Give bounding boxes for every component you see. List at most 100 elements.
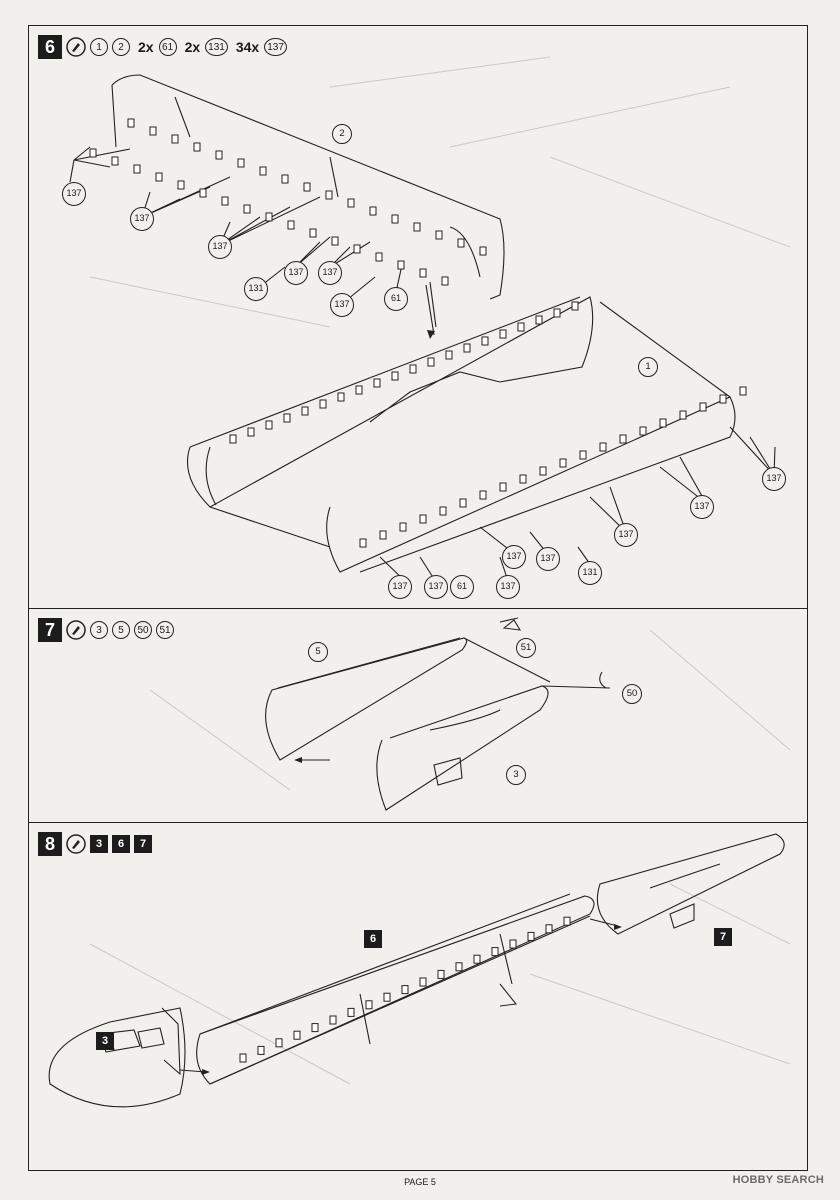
window-opening [383,992,391,1002]
window-opening [309,228,317,238]
callout-part-1: 1 [638,357,658,377]
part-2-windows [89,118,487,286]
callout-part-137: 137 [284,261,308,285]
window-opening [519,474,527,484]
window-opening [353,244,361,254]
callout-part-61: 61 [450,575,474,599]
window-opening [399,522,407,532]
callout-part-137: 137 [614,523,638,547]
window-opening [455,962,463,972]
window-opening [89,148,97,158]
callout-subassembly-3: 3 [96,1032,114,1050]
window-opening [391,371,399,381]
window-opening [265,212,273,222]
window-opening [243,204,251,214]
panel-divider-6-7 [28,608,808,609]
part-number: 5 [112,621,130,639]
window-opening [473,954,481,964]
window-opening [329,1015,337,1025]
window-opening [259,166,267,176]
step-number: 6 [38,35,62,59]
window-opening [281,174,289,184]
watermark-logo: HOBBY SEARCH [732,1174,824,1186]
nose-section-3 [48,1007,186,1108]
window-opening [239,1053,247,1063]
callout-subassembly-7: 7 [714,928,732,946]
callout-part-137: 137 [388,575,412,599]
window-opening [265,420,273,430]
subassembly-number: 7 [134,835,152,853]
fuselage-section-6 [196,895,595,1085]
callout-part-3: 3 [506,765,526,785]
part-number: 3 [90,621,108,639]
step-8-panel: 8 3 6 7 6 7 3 [30,824,806,1170]
window-opening [177,180,185,190]
window-opening [527,931,535,941]
cement-icon [66,834,86,854]
part-1-upper [186,296,594,548]
step-6-panel: 6 1 2 2x 61 2x 131 34x 137 2 1 137 137 1… [30,27,806,607]
step-number: 8 [38,832,62,856]
window-opening [111,156,119,166]
cement-icon [66,37,86,57]
callout-part-137: 137 [208,235,232,259]
window-opening [427,357,435,367]
window-opening [375,252,383,262]
window-opening [445,350,453,360]
window-opening [545,924,553,934]
window-opening [347,1007,355,1017]
part-number: 1 [90,38,108,56]
window-opening [401,985,409,995]
callout-part-2: 2 [332,124,352,144]
window-opening [419,977,427,987]
callout-part-5: 5 [308,642,328,662]
window-opening [619,434,627,444]
window-opening [481,336,489,346]
window-opening [355,385,363,395]
window-opening [397,260,405,270]
callout-part-131: 131 [578,561,602,585]
window-opening [509,939,517,949]
quantity: 2x [138,39,154,55]
part-1-windows [229,301,747,548]
window-opening [347,198,355,208]
window-opening [441,276,449,286]
callout-part-137: 137 [318,261,342,285]
part-number: 51 [156,621,174,639]
part-51-shape [502,619,522,631]
cement-icon [66,620,86,640]
window-opening [419,514,427,524]
window-opening [149,126,157,136]
window-opening [379,530,387,540]
window-opening [199,188,207,198]
window-opening [679,410,687,420]
subassembly-number: 3 [90,835,108,853]
callout-part-137: 137 [62,182,86,206]
window-opening [439,506,447,516]
window-opening [337,392,345,402]
window-opening [719,394,727,404]
part-number: 2 [112,38,130,56]
step-8-header: 8 3 6 7 [38,832,152,856]
part-2-outline [111,74,505,300]
callout-part-131: 131 [244,277,268,301]
window-opening [221,196,229,206]
window-opening [659,418,667,428]
window-opening [229,434,237,444]
part-5-outline [265,637,468,761]
window-opening [369,206,377,216]
part-50-shape [599,671,607,689]
window-opening [559,458,567,468]
subassembly-number: 6 [112,835,130,853]
window-opening [599,442,607,452]
window-opening [193,142,201,152]
tail-section-7 [596,833,785,935]
window-opening [365,1000,373,1010]
window-opening [373,378,381,388]
step-7-panel: 7 3 5 50 51 5 51 50 3 [30,610,806,820]
callout-part-137: 137 [130,207,154,231]
window-opening [247,427,255,437]
window-opening [499,482,507,492]
window-opening [413,222,421,232]
window-opening [283,413,291,423]
